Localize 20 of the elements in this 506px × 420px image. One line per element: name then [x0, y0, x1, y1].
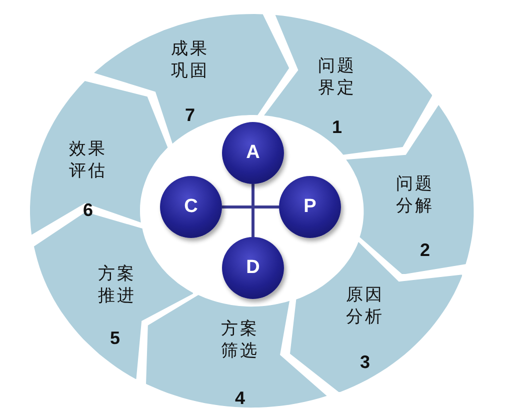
step-number: 6: [82, 200, 93, 220]
connector-line: [252, 184, 254, 237]
step-title: 问题界定: [316, 54, 357, 99]
step-number: 1: [332, 116, 342, 137]
connector-line: [222, 206, 279, 208]
step-title: 问题分解: [394, 172, 435, 217]
step-number: 2: [420, 240, 430, 260]
phase-circle: C: [160, 176, 222, 238]
phase-circle: P: [279, 176, 341, 238]
step-title: 效果评估: [68, 138, 108, 182]
step-title: 方案推进: [96, 262, 137, 307]
phase-circle: D: [222, 237, 284, 299]
step-number: 3: [360, 352, 370, 372]
step-number: 5: [110, 328, 120, 348]
step-number: 7: [184, 104, 195, 125]
phase-circle: A: [222, 122, 284, 184]
step-number: 4: [234, 388, 245, 408]
step-title: 成果巩固: [170, 38, 210, 82]
step-title: 原因分析: [344, 284, 385, 328]
step-title: 方案筛选: [220, 318, 260, 362]
